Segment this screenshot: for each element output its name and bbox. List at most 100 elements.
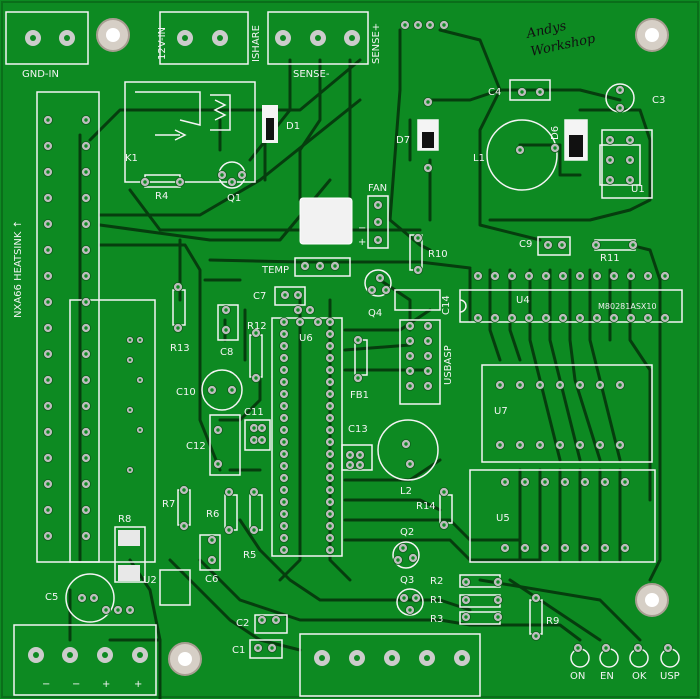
- pad-hole: [534, 634, 538, 638]
- pad-hole: [594, 243, 598, 247]
- pad-hole: [503, 480, 507, 484]
- pad-hole: [464, 598, 468, 602]
- label-u2: U2: [143, 575, 157, 586]
- label-r1: R1: [430, 595, 444, 606]
- label-u5: U5: [496, 513, 510, 524]
- pad-hole: [84, 222, 88, 226]
- pad-hole: [252, 426, 256, 430]
- pad-hole: [426, 339, 430, 343]
- pad-hole: [328, 452, 332, 456]
- pad-hole: [510, 274, 514, 278]
- label-ok: OK: [632, 671, 647, 682]
- pad-hole: [464, 615, 468, 619]
- label-u1: U1: [631, 184, 645, 195]
- pad-hole: [46, 482, 50, 486]
- pad-hole: [553, 146, 557, 150]
- pad-hole: [260, 438, 264, 442]
- label-c12: C12: [186, 441, 206, 452]
- pad-hole: [608, 178, 612, 182]
- pad-hole: [646, 274, 650, 278]
- pad-hole: [496, 580, 500, 584]
- pad-hole: [328, 500, 332, 504]
- pad-hole: [220, 173, 224, 177]
- pad-hole: [116, 608, 120, 612]
- pad-hole: [316, 320, 320, 324]
- pad-hole: [84, 378, 88, 382]
- pad-hole: [128, 338, 132, 342]
- pad-hole: [628, 158, 632, 162]
- pad-hole: [498, 383, 502, 387]
- pad-hole: [523, 546, 527, 550]
- pad-hole: [282, 344, 286, 348]
- label-fan: FAN: [368, 183, 388, 194]
- pad-hole: [408, 384, 412, 388]
- pad-hole: [104, 608, 108, 612]
- pad-hole: [356, 338, 360, 342]
- pad-hole: [328, 380, 332, 384]
- label-r4: R4: [155, 191, 169, 202]
- label-q1: Q1: [227, 193, 242, 204]
- pad-hole: [224, 308, 228, 312]
- pad-hole: [46, 378, 50, 382]
- label-r2: R2: [430, 576, 444, 587]
- label-u6: U6: [299, 333, 313, 344]
- pad-hole: [631, 243, 635, 247]
- pad-hole: [230, 180, 234, 184]
- pad-hole: [46, 404, 50, 408]
- pad-hole: [282, 476, 286, 480]
- label-c8: C8: [220, 347, 234, 358]
- pad-hole: [84, 170, 88, 174]
- pad-hole: [563, 480, 567, 484]
- label-fb1: FB1: [350, 390, 369, 401]
- pad-hole: [46, 144, 50, 148]
- pad-hole: [328, 344, 332, 348]
- pad-hole: [283, 293, 287, 297]
- pad-hole: [328, 332, 332, 336]
- label-q4: Q4: [368, 308, 383, 319]
- pad-hole: [538, 383, 542, 387]
- pad-hole: [46, 508, 50, 512]
- pad-hole: [595, 274, 599, 278]
- pad-hole: [128, 468, 132, 472]
- label-r10: R10: [428, 249, 448, 260]
- pad-hole: [274, 618, 278, 622]
- pad-hole: [282, 380, 286, 384]
- pad-hole: [527, 316, 531, 320]
- pad-hole: [403, 23, 407, 27]
- pad-hole: [426, 369, 430, 373]
- label-c14: C14: [441, 295, 452, 315]
- pad-hole: [254, 376, 258, 380]
- pad-hole: [496, 598, 500, 602]
- label-c6: C6: [205, 574, 219, 585]
- pad-hole: [404, 442, 408, 446]
- pad-hole: [46, 456, 50, 460]
- pad-hole: [178, 180, 182, 184]
- pad-hole: [527, 274, 531, 278]
- label-r9: R9: [546, 616, 560, 627]
- pad-hole: [408, 339, 412, 343]
- pad-hole: [583, 546, 587, 550]
- label-usp: USP: [660, 671, 680, 682]
- pad-hole: [318, 264, 322, 268]
- pad-hole: [396, 558, 400, 562]
- label-minus-1: −: [42, 679, 51, 690]
- pad-hole: [270, 646, 274, 650]
- pad-hole: [260, 426, 264, 430]
- pad-hole: [416, 268, 420, 272]
- label-r3: R3: [430, 614, 444, 625]
- pad-hole: [216, 462, 220, 466]
- pad-hole: [216, 428, 220, 432]
- pad-hole: [623, 546, 627, 550]
- pad-hole: [46, 300, 50, 304]
- label-chip-u4: M80281ASX10: [598, 302, 657, 311]
- label-temp: TEMP: [262, 265, 290, 276]
- label-c13: C13: [348, 424, 368, 435]
- pad-hole: [378, 276, 382, 280]
- label-c3: C3: [652, 95, 666, 106]
- pad-hole: [282, 332, 286, 336]
- label-c4: C4: [488, 87, 502, 98]
- label-l2: L2: [400, 486, 412, 497]
- pad-hole: [538, 90, 542, 94]
- pad-hole: [46, 430, 50, 434]
